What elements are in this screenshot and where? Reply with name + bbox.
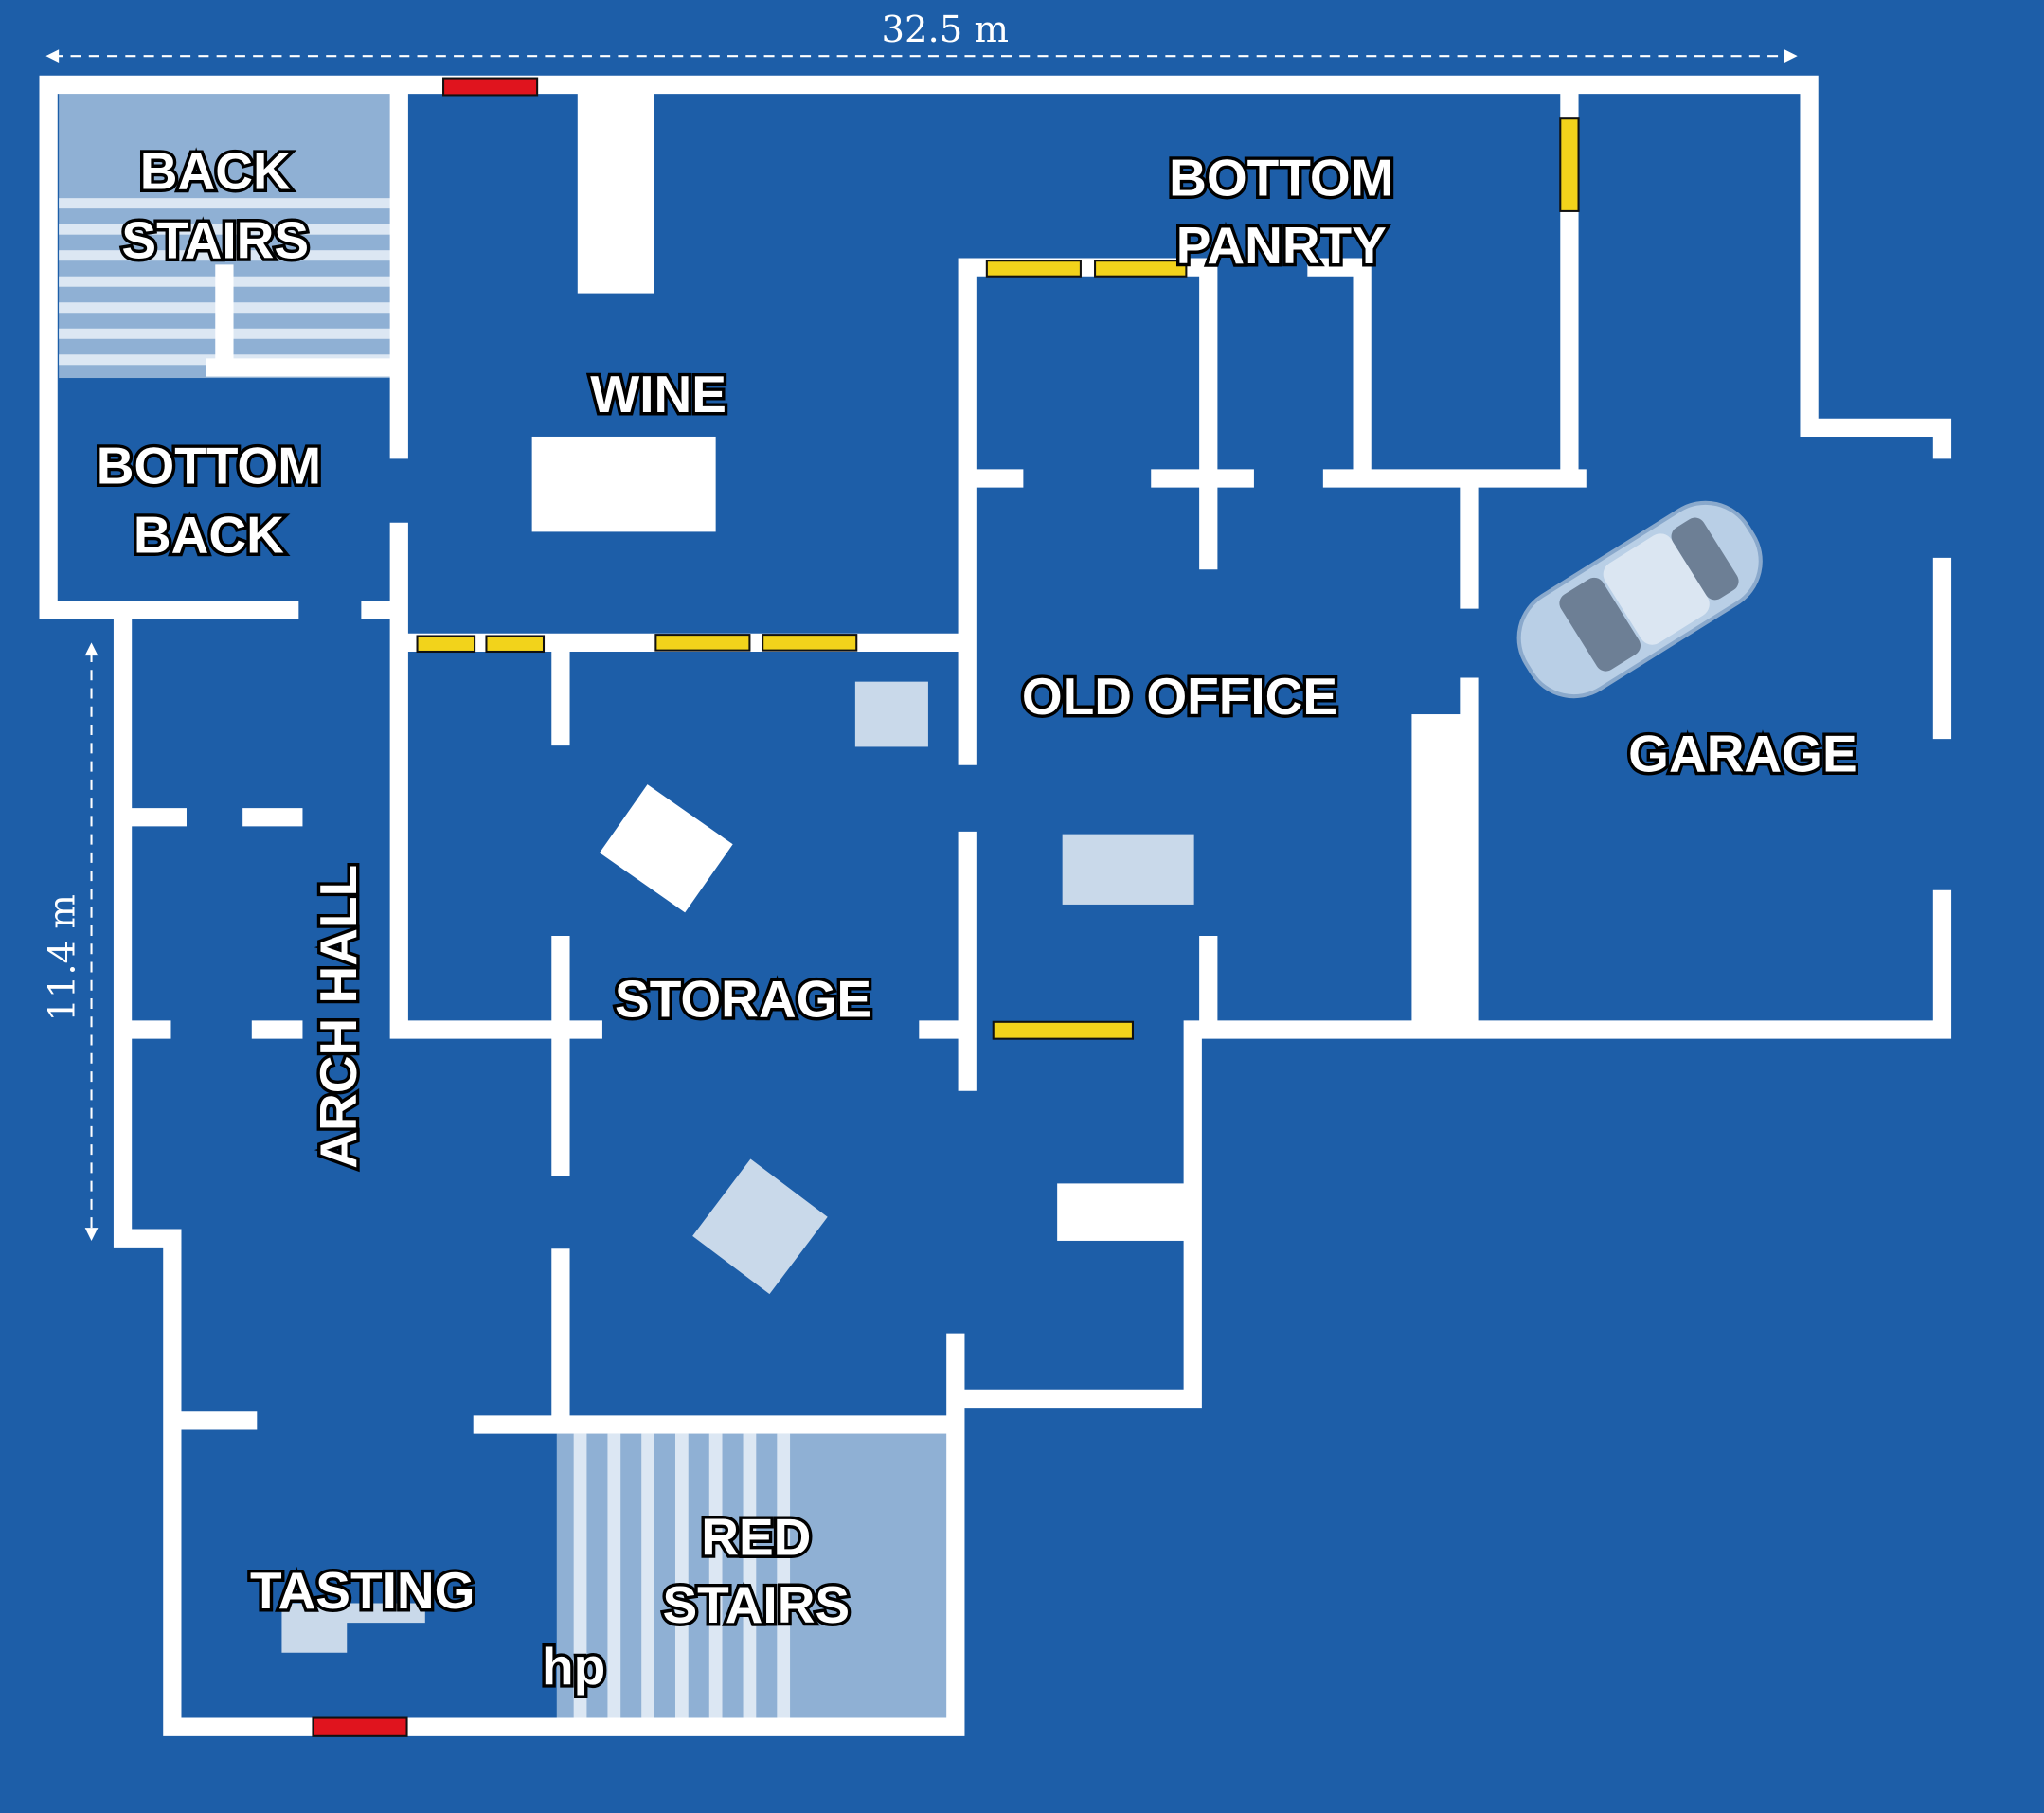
room-label-arch-hall: ARCH HALL [309, 865, 368, 1169]
room-label-red-stairs-1: RED [701, 1508, 811, 1567]
door[interactable] [416, 635, 476, 654]
room-label-garage: GARAGE [1628, 725, 1856, 783]
height-label: 11.4 m [42, 894, 84, 1022]
storage-counter [1057, 1183, 1193, 1241]
width-label: 32.5 m [882, 9, 1010, 51]
wine-table [531, 436, 716, 532]
room-label-bottom-pantry-2: PANRTY [1176, 216, 1387, 275]
exit-door-top[interactable] [442, 77, 539, 97]
storage-box [854, 681, 928, 747]
room-label-bottom-pantry-1: BOTTOM [1169, 148, 1393, 206]
door[interactable] [1559, 117, 1580, 212]
room-label-wine: WINE [590, 365, 726, 423]
door[interactable] [485, 635, 546, 654]
door[interactable] [1094, 260, 1188, 278]
room-label-bottom-back-2: BACK [134, 505, 284, 564]
storage-crate [692, 1158, 828, 1295]
garage-pillar [1411, 714, 1478, 1031]
wine-column [577, 84, 654, 294]
tasting-table [281, 1603, 425, 1653]
red-stairs-area [556, 1433, 948, 1718]
door[interactable] [762, 634, 858, 652]
office-desk [1062, 834, 1194, 905]
door[interactable] [654, 634, 751, 652]
room-label-tasting: TASTING [250, 1561, 475, 1620]
room-label-old-office: OLD OFFICE [1022, 667, 1337, 726]
car-icon [1516, 500, 1763, 699]
exit-door-bottom[interactable] [312, 1716, 408, 1737]
hp-label: hp [542, 1637, 605, 1696]
storage-table [600, 784, 733, 913]
room-label-back-stairs-2: STAIRS [121, 210, 309, 269]
room-label-back-stairs-1: BACK [140, 142, 291, 201]
room-label-red-stairs-2: STAIRS [662, 1575, 850, 1634]
door[interactable] [992, 1020, 1134, 1040]
door[interactable] [985, 260, 1082, 278]
room-label-storage: STORAGE [615, 969, 871, 1028]
room-label-bottom-back-1: BOTTOM [97, 436, 321, 494]
